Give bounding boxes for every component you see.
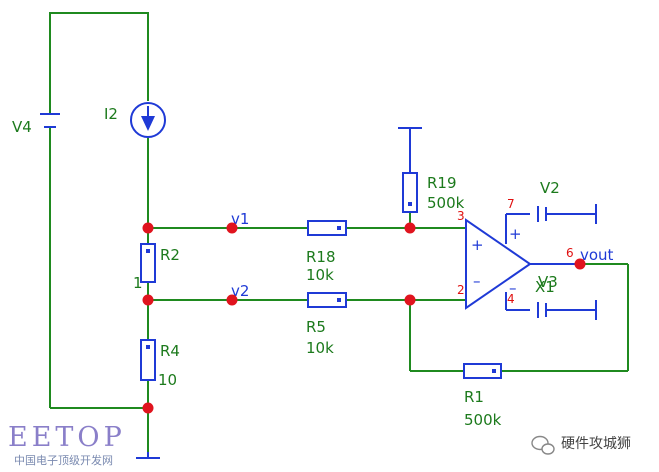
supply-v2: V2 bbox=[537, 179, 597, 224]
net-label-v2: v2 bbox=[231, 282, 249, 300]
resistor-r19: R19 500k bbox=[402, 172, 465, 213]
resistor-r18: R18 10k bbox=[306, 220, 347, 284]
label-x1: X1 bbox=[535, 278, 555, 296]
junction-node bbox=[142, 294, 154, 306]
label-v4: V4 bbox=[12, 118, 32, 136]
watermark-logo: EETOP bbox=[8, 422, 126, 453]
label-r1: R1 bbox=[464, 388, 484, 406]
value-r1: 500k bbox=[464, 411, 502, 429]
label-r2: R2 bbox=[160, 246, 180, 264]
current-source-i2: I2 bbox=[104, 102, 166, 138]
label-v2: V2 bbox=[540, 179, 560, 197]
junction-nodes bbox=[142, 222, 586, 414]
svg-text:–: – bbox=[473, 272, 481, 290]
resistor-r1: R1 500k bbox=[463, 363, 502, 429]
svg-text:–: – bbox=[509, 279, 517, 297]
svg-text:+: + bbox=[509, 225, 522, 243]
label-r18: R18 bbox=[306, 248, 336, 266]
junction-node bbox=[574, 258, 586, 270]
value-r19: 500k bbox=[427, 194, 465, 212]
watermark-subtitle: 中国电子顶级开发网 bbox=[14, 453, 113, 467]
supply-v3: V3 bbox=[537, 273, 597, 320]
net-label-v1: v1 bbox=[231, 210, 249, 228]
junction-node bbox=[404, 294, 416, 306]
pin-6: 6 bbox=[566, 246, 574, 260]
junction-node bbox=[142, 222, 154, 234]
junction-node bbox=[226, 294, 238, 306]
pin-4: 4 bbox=[507, 292, 515, 306]
label-r4: R4 bbox=[160, 342, 180, 360]
opamp-x1: + – + – X1 bbox=[465, 218, 555, 310]
value-r4: 10 bbox=[158, 371, 177, 389]
pin-2: 2 bbox=[457, 283, 465, 297]
watermark-account: 硬件攻城狮 bbox=[561, 436, 631, 452]
label-v3: V3 bbox=[538, 273, 558, 291]
value-r2: 1 bbox=[133, 274, 143, 292]
junction-node bbox=[142, 402, 154, 414]
resistor-r2: R2 1 bbox=[133, 243, 180, 292]
junction-node bbox=[404, 222, 416, 234]
label-i2: I2 bbox=[104, 105, 118, 123]
pin-7: 7 bbox=[507, 197, 515, 211]
wechat-icon bbox=[531, 435, 555, 455]
label-r19: R19 bbox=[427, 174, 457, 192]
net-label-vout: vout bbox=[580, 246, 614, 264]
blue-wires bbox=[136, 127, 596, 459]
battery-v4: V4 bbox=[12, 113, 60, 136]
resistor-r4: R4 10 bbox=[140, 339, 180, 389]
value-r5: 10k bbox=[306, 339, 334, 357]
svg-text:+: + bbox=[471, 236, 484, 254]
label-r5: R5 bbox=[306, 318, 326, 336]
junction-node bbox=[226, 222, 238, 234]
resistor-r5: R5 10k bbox=[306, 292, 347, 357]
value-r18: 10k bbox=[306, 266, 334, 284]
pin-3: 3 bbox=[457, 209, 465, 223]
